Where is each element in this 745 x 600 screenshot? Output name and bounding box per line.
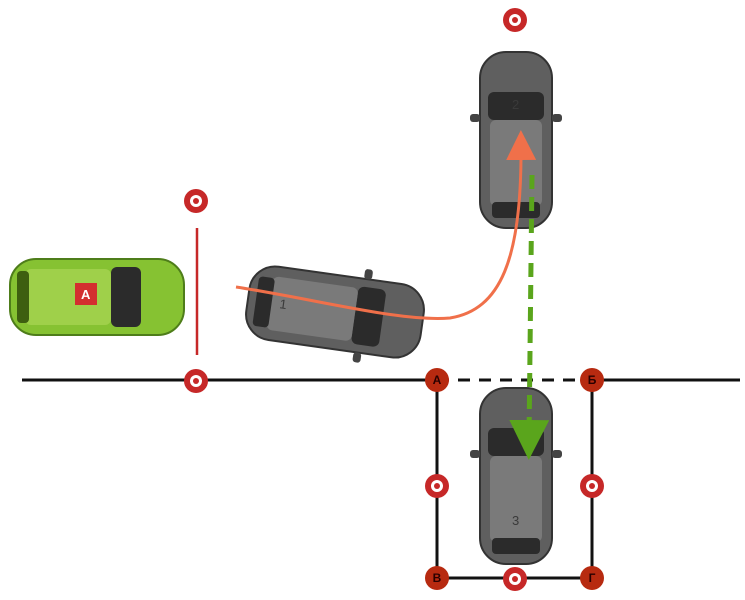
car-position-2: 2 [470,51,562,229]
cone-marker [580,474,604,498]
car-number-2: 2 [512,97,519,112]
lead-car-label: А [81,287,91,302]
corner-point-b: Б [580,368,604,392]
reverse-path-orange [235,130,537,320]
car-position-3: 3 [470,387,562,565]
corner-points: А Б В Г [425,368,604,590]
cone-marker [425,474,449,498]
corner-label-v: В [433,571,442,585]
lead-car-badge [75,283,97,305]
corner-point-g: Г [580,566,604,590]
cone-group [184,8,604,591]
forward-path-green [509,174,550,460]
cone-marker [184,189,208,213]
corner-point-v: В [425,566,449,590]
car-position-1: 1 [245,265,425,363]
cone-marker [184,369,208,393]
corner-label-g: Г [589,571,596,585]
corner-label-a: А [433,373,442,387]
cone-marker [503,567,527,591]
car-number-1: 1 [279,296,288,312]
lead-car: А [9,258,185,336]
corner-point-a: А [425,368,449,392]
car-number-3: 3 [512,513,519,528]
corner-label-b: Б [588,373,597,387]
cone-marker [503,8,527,32]
